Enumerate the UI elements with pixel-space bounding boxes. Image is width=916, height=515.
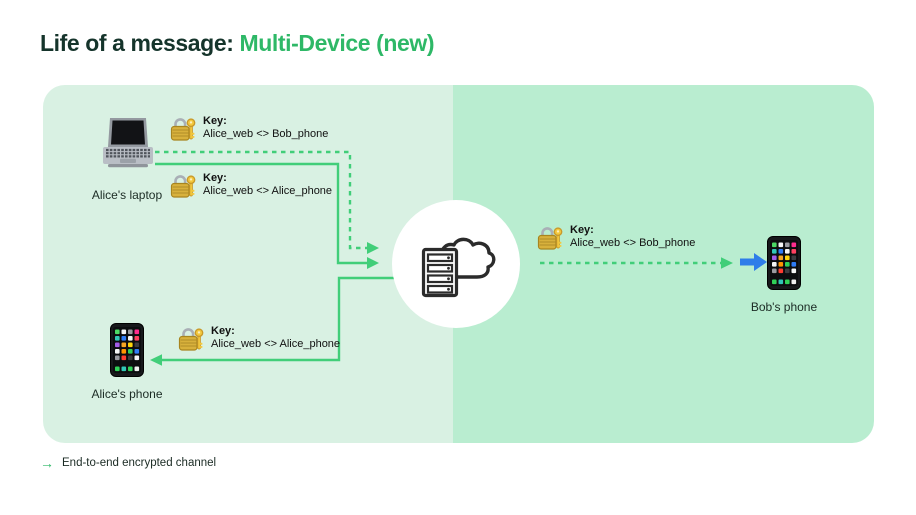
key-title: Key: [570, 224, 594, 236]
legend-label: End-to-end encrypted channel [62, 457, 217, 469]
key-pair: Alice_web <> Bob_phone [203, 128, 329, 140]
alice-phone-icon [110, 323, 144, 377]
arrowhead-icon [721, 257, 733, 269]
laptop-icon [103, 118, 153, 168]
legend: → End-to-end encrypted channel [40, 456, 216, 470]
lock-with-key-icon [170, 173, 196, 199]
server-cloud-icon [421, 237, 496, 298]
key-pair: Alice_web <> Bob_phone [570, 237, 696, 249]
arrowhead-icon [367, 242, 379, 254]
diagram-panel: Alice's laptop Alice's phone Bob's phone… [43, 85, 874, 443]
lock-with-key-icon [537, 225, 563, 251]
title-highlight: Multi-Device (new) [239, 30, 435, 56]
page-title: Life of a message: Multi-Device (new) [40, 30, 435, 57]
solid-channel-laptop-to-server [155, 162, 367, 265]
key-label-web-alice: Key: Alice_web <> Alice_phone [170, 172, 332, 199]
key-pair: Alice_web <> Alice_phone [211, 338, 341, 350]
key-label-web-bob-right: Key: Alice_web <> Bob_phone [537, 224, 695, 251]
solid-channel-server-to-alice-phone [162, 276, 425, 362]
right-arrow-icon: → [40, 455, 54, 471]
channel-lines [150, 150, 733, 366]
lock-with-key-icon [178, 326, 204, 352]
alice-laptop-label: Alice's laptop [91, 188, 163, 202]
lock-with-key-icon [170, 116, 196, 142]
alice-phone-label: Alice's phone [91, 387, 163, 401]
key-label-web-bob: Key: Alice_web <> Bob_phone [170, 115, 328, 142]
bob-side-background [453, 85, 874, 443]
bob-phone-icon [767, 236, 801, 290]
key-title: Key: [203, 115, 227, 127]
key-title: Key: [203, 172, 227, 184]
title-prefix: Life of a message: [40, 30, 240, 56]
key-pair: Alice_web <> Alice_phone [203, 185, 333, 197]
dashed-channel-laptop-to-server [155, 150, 367, 250]
key-label-web-alice-return: Key: Alice_web <> Alice_phone [178, 325, 340, 352]
blue-right-arrow-icon [740, 253, 767, 271]
arrowhead-icon [367, 257, 379, 269]
bob-phone-label: Bob's phone [750, 300, 818, 314]
arrowhead-icon [150, 354, 162, 366]
key-title: Key: [211, 325, 235, 337]
